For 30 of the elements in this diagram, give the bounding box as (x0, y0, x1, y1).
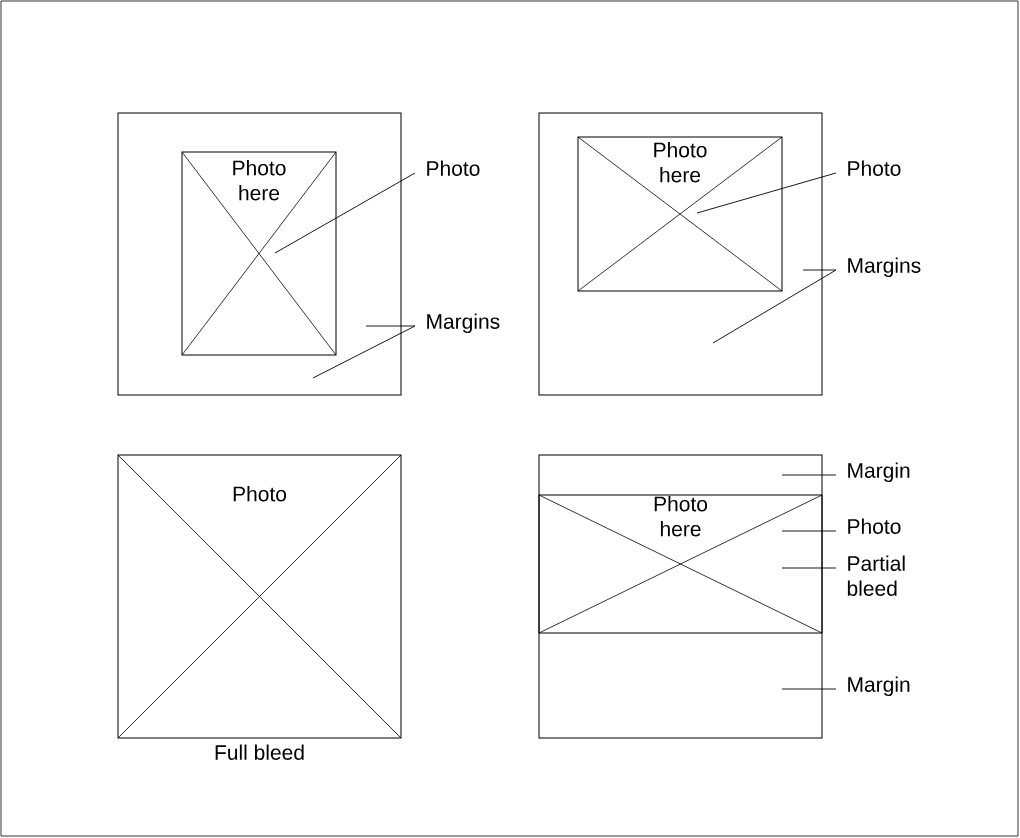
leader-line (712, 269, 837, 344)
callout-label: Partial bleed (847, 555, 905, 596)
leader-line (781, 567, 837, 569)
leader-line (365, 325, 416, 327)
callout-label: Photo (848, 160, 901, 176)
crossed-photo-frame (117, 454, 402, 739)
callout-label: Margin (848, 462, 910, 483)
leader-line (802, 269, 837, 271)
photo-label: Photo here (654, 142, 707, 183)
leader-line (781, 474, 837, 476)
callout-label: Margins (848, 257, 921, 278)
page-outline (117, 112, 402, 396)
crossed-photo-frame (538, 494, 823, 634)
photo-label: Photo here (654, 496, 708, 537)
callout-label: Photo (848, 518, 901, 534)
page-outline (538, 112, 823, 396)
crossed-photo-frame (181, 151, 337, 356)
node-label: Full bleed (215, 744, 304, 760)
photo-label: Photo here (233, 160, 286, 201)
photo-label: Photo (233, 486, 287, 502)
leader-line (312, 325, 416, 379)
leader-line (274, 172, 416, 254)
crossed-photo-frame (577, 136, 783, 292)
leader-line (781, 530, 837, 532)
leader-line (696, 172, 837, 214)
callout-label: Margins (427, 313, 500, 334)
page-outline (538, 454, 823, 739)
callout-label: Photo (427, 160, 480, 176)
callout-label: Margin (848, 676, 910, 697)
leader-line (781, 688, 837, 690)
